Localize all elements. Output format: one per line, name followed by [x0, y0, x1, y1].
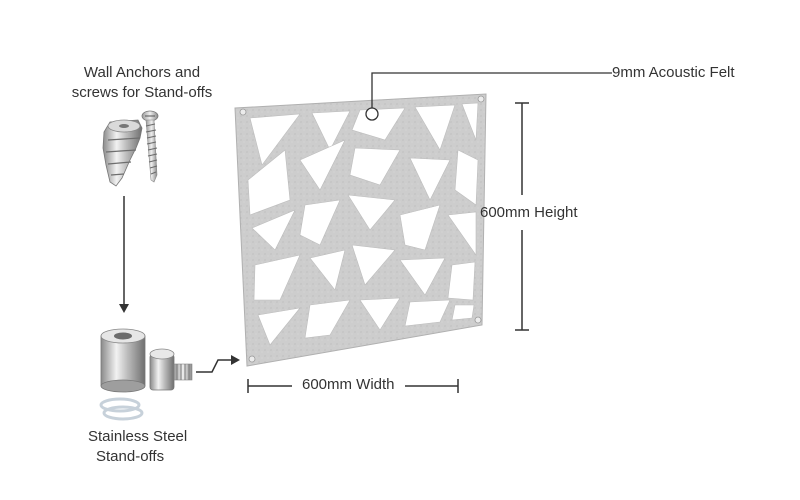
standoffs-caption: Stainless Steel Stand-offs: [88, 427, 187, 467]
width-dimension-line: [247, 379, 459, 393]
screw-icon: [141, 110, 159, 183]
material-label: 9mm Acoustic Felt: [612, 64, 735, 81]
washer-icon: [99, 397, 144, 421]
panel-cutouts: [247, 102, 479, 346]
standoff-barrel-icon: [100, 328, 146, 393]
standoffs-caption-line2: Stand-offs: [96, 448, 165, 465]
felt-panel: [234, 93, 487, 367]
height-dimension-line: [515, 102, 529, 331]
right-arrow-icon: [196, 355, 240, 373]
wall-anchor-icon: [102, 119, 143, 187]
anchors-caption-line2: screws for Stand-offs: [71, 84, 213, 101]
anchors-caption: Wall Anchors and screws for Stand-offs: [62, 63, 222, 103]
height-label: 600mm Height: [480, 204, 578, 221]
anchors-caption-line1: Wall Anchors and: [83, 64, 201, 81]
standoffs-caption-line1: Stainless Steel: [88, 428, 188, 445]
standoff-cap-icon: [149, 348, 193, 391]
width-label: 600mm Width: [302, 376, 395, 393]
material-callout: [365, 72, 612, 121]
down-arrow-icon: [119, 196, 129, 313]
